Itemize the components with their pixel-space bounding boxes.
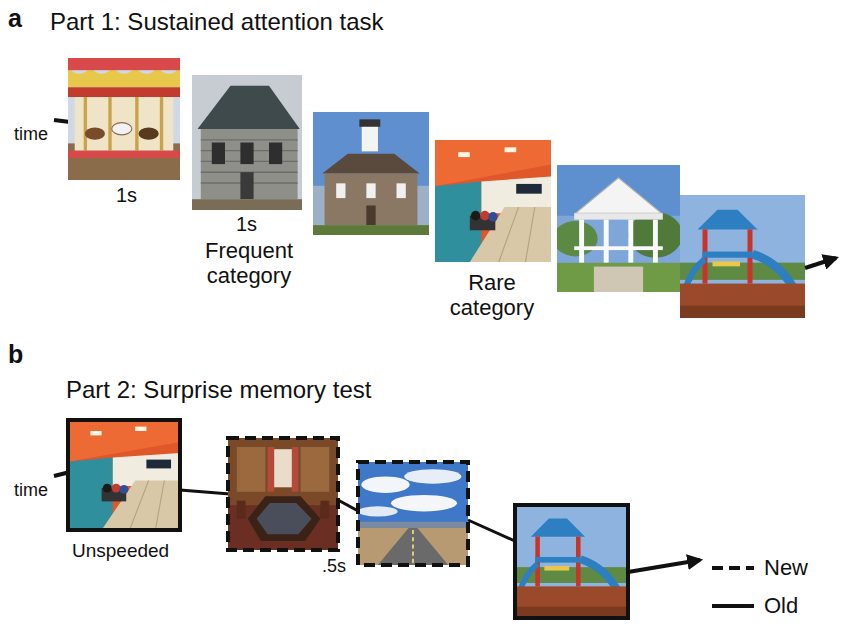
axis-label: time xyxy=(14,480,48,501)
legend-label: New xyxy=(764,555,808,580)
panel-letter: a xyxy=(8,4,22,33)
carousel-photo xyxy=(68,58,180,180)
time-arrow xyxy=(628,560,700,572)
time-line xyxy=(54,120,70,122)
lighthouse-photo xyxy=(313,112,429,235)
axis-label: time xyxy=(14,124,48,145)
legend-solid-sample xyxy=(712,604,754,608)
new-frame xyxy=(228,438,338,550)
playground-photo xyxy=(680,195,805,318)
conference-photo xyxy=(228,438,338,550)
old-frame xyxy=(68,420,180,530)
gazebo-photo xyxy=(553,165,682,292)
condition-label: Unspeeded xyxy=(72,540,169,562)
category-label: Rare category xyxy=(436,270,548,321)
time-arrow xyxy=(805,258,836,268)
legend-dashed-sample xyxy=(712,566,754,570)
duration-label: 1s xyxy=(116,184,137,207)
category-label: Frequent category xyxy=(186,238,312,289)
playground-photo xyxy=(515,505,628,618)
panel-title: Part 2: Surprise memory test xyxy=(66,376,371,404)
road-photo xyxy=(358,462,468,565)
legend-label: Old xyxy=(764,593,798,618)
sequence-line xyxy=(468,520,517,542)
duration-label: 1s xyxy=(236,213,257,236)
panel-letter: b xyxy=(8,340,23,369)
house-photo xyxy=(192,75,302,210)
bowling-photo xyxy=(435,140,551,262)
old-frame xyxy=(515,505,628,618)
new-frame xyxy=(358,462,468,565)
panel-title: Part 1: Sustained attention task xyxy=(50,8,384,36)
duration-label: .5s xyxy=(322,556,346,577)
sequence-line xyxy=(180,490,230,494)
bowling-photo xyxy=(68,420,180,530)
